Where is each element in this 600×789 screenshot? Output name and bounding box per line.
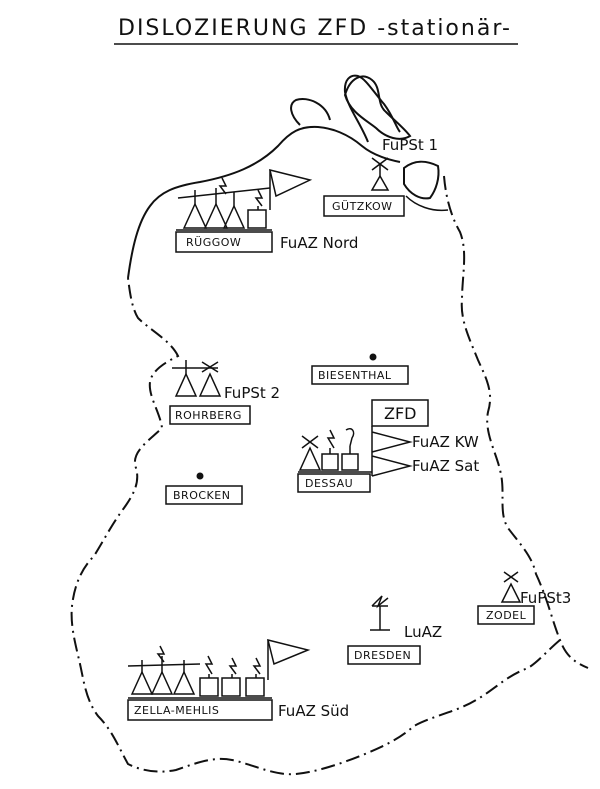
station-guetzkow: FuPSt 1 GÜTZKOW [323,136,438,217]
label-zfd: ZFD [384,404,416,423]
pennant-flag-icon [268,168,313,198]
station-zodel: FuPSt3 ZODEL [477,571,571,625]
coastline [127,74,401,279]
antenna-icon [326,429,336,454]
island-ruegen [343,75,412,140]
place-label-rueggow: RÜGGOW [186,236,241,249]
place-label-biesenthal: BIESENTHAL [318,369,392,382]
equipment-box [247,209,267,229]
radio-tower-icon [182,177,246,229]
place-box-zodel [477,605,535,625]
place-box-dessau [297,473,371,493]
place-box-rueggow [175,231,273,253]
place-label-dresden: DRESDEN [354,649,411,662]
label-fupst1: FuPSt 1 [382,136,438,154]
windmill-antenna-icon [370,157,390,191]
station-zella-mehlis: ZELLA-MEHLIS FuAZ Süd [127,638,349,721]
border-line [70,175,589,776]
label-fuaz-sued: FuAZ Süd [278,702,349,720]
place-label-guetzkow: GÜTZKOW [332,200,392,213]
place-label-zodel: ZODEL [486,609,527,622]
place-box-guetzkow [323,195,405,217]
station-dessau: ZFD FuAZ KW FuAZ Sat DESSAU [297,399,479,493]
place-label-zella-mehlis: ZELLA-MEHLIS [134,704,219,717]
radio-tower-icon [130,645,196,695]
zfd-box [371,399,429,427]
place-box-biesenthal [311,365,409,385]
pennant-flag-icon [266,638,311,666]
label-luaz: LuAZ [404,623,442,641]
station-dot-icon [369,353,377,361]
label-fupst3: FuPSt3 [520,589,571,607]
station-rueggow: RÜGGOW FuAZ Nord [175,168,358,253]
station-rohrberg: FuPSt 2 ROHRBERG [169,360,280,425]
station-dresden: LuAZ DRESDEN [347,595,442,665]
place-box-rohrberg [169,405,251,425]
place-label-dessau: DESSAU [305,477,353,490]
island-usedom [403,160,440,200]
place-box-zella-mehlis [127,699,273,721]
antenna-icon [204,655,214,678]
place-box-brocken [165,485,243,505]
label-fuaz-kw: FuAZ KW [412,433,479,451]
label-fuaz-sat: FuAZ Sat [412,457,479,475]
label-fuaz-nord: FuAZ Nord [280,234,358,252]
equipment-box [199,677,219,697]
antenna-icon [254,189,264,207]
place-label-rohrberg: ROHRBERG [175,409,242,422]
station-dot-icon [196,472,204,480]
label-fupst2: FuPSt 2 [224,384,280,402]
radio-tower-icon [174,372,198,397]
lagoon-shore [405,195,449,212]
place-label-brocken: BROCKEN [173,489,230,502]
map-title: DISLOZIERUNG ZFD -stationär- [118,16,512,41]
antenna-icon [371,595,389,609]
equipment-box [321,453,339,471]
place-box-dresden [347,645,421,665]
windmill-antenna-icon [298,435,322,471]
